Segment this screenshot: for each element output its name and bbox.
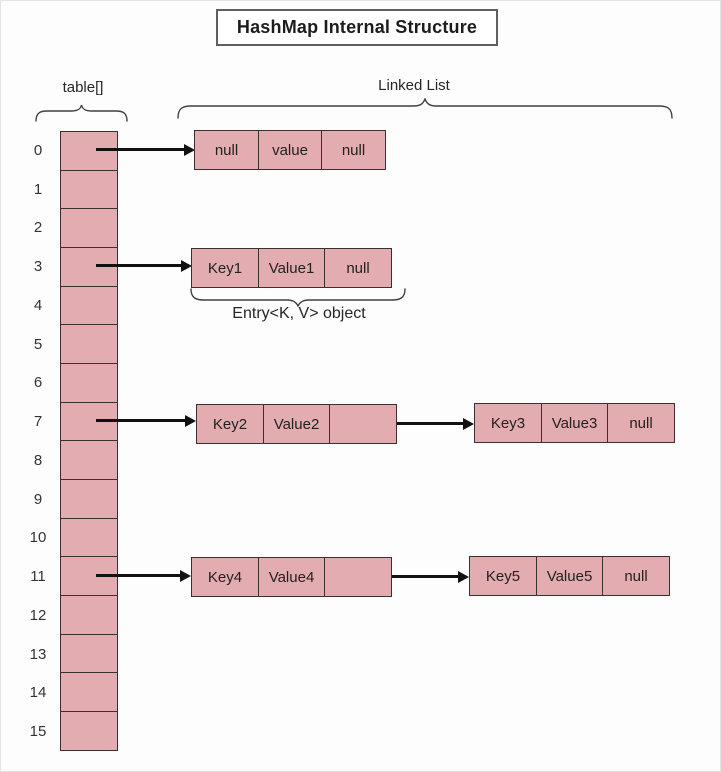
- bucket-index-2: 2: [33, 219, 43, 237]
- bucket-cell-15: [60, 710, 118, 751]
- arrowhead-icon: [181, 259, 192, 272]
- node-cell-value: Value1: [257, 248, 326, 288]
- node-cell-next: null: [607, 403, 675, 443]
- bucket-cell-5: [60, 324, 118, 365]
- node-cell-key: Key4: [191, 557, 259, 597]
- bucket-index-13: 13: [29, 645, 47, 663]
- node-cell-key: Key3: [474, 403, 542, 443]
- bucket-cell-0: [60, 131, 118, 172]
- diagram-title-text: HashMap Internal Structure: [236, 17, 478, 37]
- entry-node-bucket3: Key1 Value1 null: [191, 248, 392, 288]
- arrowhead-icon: [184, 143, 195, 156]
- entry-object-label: Entry<K, V> object: [232, 305, 366, 322]
- bucket-index-4: 4: [33, 296, 43, 314]
- node-cell-key: Key1: [191, 248, 259, 288]
- arrow-bucket0-to-node: [96, 143, 195, 156]
- arrow-key2-to-key3: [363, 417, 474, 430]
- bucket-index-8: 8: [33, 451, 43, 469]
- arrow-bucket3-to-node: [96, 259, 192, 272]
- arrow-key4-to-key5: [358, 570, 469, 583]
- node-cell-value: value: [257, 130, 323, 170]
- node-cell-key: Key5: [469, 556, 537, 596]
- node-cell-next: [324, 557, 392, 597]
- entry-node-bucket11-first: Key4 Value4: [191, 557, 392, 597]
- bucket-cell-6: [60, 362, 118, 404]
- arrowhead-icon: [463, 417, 474, 430]
- linked-list-label: Linked List: [378, 77, 450, 94]
- bucket-array: [60, 131, 118, 751]
- entry-node-bucket11-second: Key5 Value5 null: [469, 556, 670, 596]
- node-cell-value: Value2: [262, 404, 331, 444]
- node-cell-key: Key2: [196, 404, 264, 444]
- bucket-index-11: 11: [30, 568, 46, 586]
- linked-list-brace: [177, 98, 673, 119]
- node-cell-value: Value4: [257, 557, 326, 597]
- bucket-cell-10: [60, 517, 118, 558]
- bucket-cell-3: [60, 246, 118, 288]
- bucket-index-5: 5: [33, 335, 43, 353]
- entry-node-bucket0: null value null: [194, 130, 386, 170]
- bucket-index-0: 0: [33, 141, 43, 159]
- bucket-index-12: 12: [29, 606, 47, 624]
- table-brace: [35, 104, 128, 122]
- bucket-index-9: 9: [33, 490, 43, 508]
- bucket-cell-14: [60, 672, 118, 713]
- node-cell-value: Value5: [535, 556, 604, 596]
- bucket-index-6: 6: [33, 374, 43, 392]
- arrowhead-icon: [180, 569, 191, 582]
- bucket-index-1: 1: [33, 180, 43, 198]
- bucket-cell-13: [60, 633, 118, 674]
- entry-node-bucket7-first: Key2 Value2: [196, 404, 397, 444]
- node-cell-key: null: [194, 130, 259, 170]
- entry-object-brace: [190, 288, 406, 307]
- bucket-cell-4: [60, 285, 118, 326]
- entry-node-bucket7-second: Key3 Value3 null: [474, 403, 675, 443]
- node-cell-next: null: [321, 130, 386, 170]
- arrow-bucket11-to-node: [96, 569, 191, 582]
- bucket-cell-1: [60, 169, 118, 210]
- bucket-index-14: 14: [29, 684, 47, 702]
- table-array-label: table[]: [62, 79, 104, 96]
- node-cell-next: [329, 404, 397, 444]
- arrowhead-icon: [185, 414, 196, 427]
- bucket-index-7: 7: [33, 413, 43, 431]
- bucket-cell-12: [60, 594, 118, 636]
- bucket-index-10: 10: [29, 529, 47, 547]
- bucket-cell-9: [60, 478, 118, 520]
- node-cell-next: null: [324, 248, 392, 288]
- bucket-index-column: 0 1 2 3 4 5 6 7 8 9 10 11 12 13 14 15: [21, 131, 55, 751]
- bucket-cell-8: [60, 440, 118, 481]
- bucket-index-15: 15: [29, 723, 47, 741]
- bucket-cell-2: [60, 208, 118, 249]
- node-cell-next: null: [602, 556, 670, 596]
- arrow-bucket7-to-node: [96, 414, 196, 427]
- node-cell-value: Value3: [540, 403, 609, 443]
- diagram-title: HashMap Internal Structure: [216, 9, 498, 46]
- arrowhead-icon: [458, 570, 469, 583]
- bucket-index-3: 3: [33, 258, 43, 276]
